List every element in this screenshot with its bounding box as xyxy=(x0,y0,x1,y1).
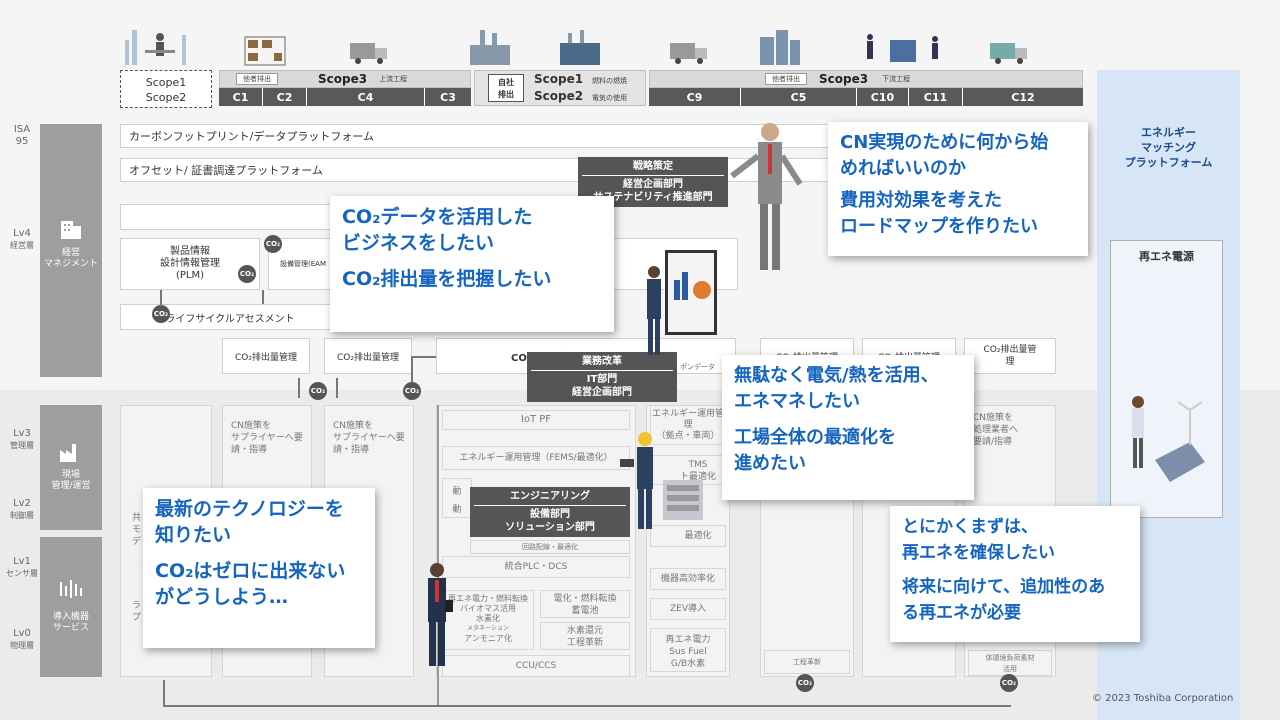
lv4-strip xyxy=(40,124,102,377)
bottom-co2-line xyxy=(163,705,1011,707)
equip-efficiency-box: 機器高効率化 xyxy=(650,568,726,590)
own-emission-label: 自社排出 xyxy=(488,74,524,102)
biomaterial-box: 体環境負荷素材活用 xyxy=(968,650,1052,676)
zev-box: ZEV導入 xyxy=(650,598,726,620)
cat-c12: C12 xyxy=(963,88,1083,106)
downstream-scope3-header: 他者排出 Scope3 下流工程 xyxy=(649,70,1083,88)
own-scope2-note: 電気の使用 xyxy=(592,94,627,102)
own-scope1-note: 燃料の燃焼 xyxy=(592,77,627,85)
presenter-illustration xyxy=(647,250,717,355)
arrow-to-platform-v xyxy=(411,356,413,382)
mid-partial-box: 動動 xyxy=(442,478,472,518)
copyright: © 2023 Toshiba Corporation xyxy=(1092,693,1234,704)
co2-badge-2: CO₂ xyxy=(238,265,256,283)
own-scope1: Scope1 xyxy=(534,72,584,86)
co2-badge-4: CO₂ xyxy=(309,382,327,400)
arrow-plm xyxy=(160,290,162,306)
co2-mgmt-box-5: CO₂排出量管理 xyxy=(964,338,1056,374)
iot-pf-box: IoT PF xyxy=(442,410,630,430)
callout-renewable: とにかくまずは、再エネを確保したい 将来に向けて、追加性のある再エネが必要 xyxy=(890,506,1140,642)
left-partial-1: 共モデ xyxy=(132,513,142,547)
lv3-strip xyxy=(40,405,102,530)
pon-data-text: ポンデータ xyxy=(680,363,715,371)
signal-bars-icon xyxy=(60,580,82,598)
co2-mgmt-box-2: CO₂排出量管理 xyxy=(324,338,412,374)
arrow-to-platform-h xyxy=(411,356,436,358)
solar-worker-illustration xyxy=(1132,396,1205,482)
supply-chain-illustration xyxy=(125,30,1027,66)
integrated-plc-box: 統合PLC・DCS xyxy=(442,556,630,578)
building-icon xyxy=(61,221,81,239)
businessman-phone-illustration xyxy=(428,563,453,666)
eam-box: 設備管理(EAM xyxy=(268,238,338,290)
arrow-lca xyxy=(262,290,264,304)
wiring-opt-box: 回路配線・最適化 xyxy=(470,540,630,554)
own-scope2: Scope2 xyxy=(534,89,584,103)
lv4-strip-label: 経営 マネジメント xyxy=(43,248,98,269)
arrow-down-1 xyxy=(336,378,338,398)
cat-c9: C9 xyxy=(649,88,741,106)
co2-badge-5: CO₂ xyxy=(403,382,421,400)
callout-technology: 最新のテクノロジーを知りたい CO₂はゼロに出来ないがどうしよう… xyxy=(143,488,375,648)
executive-illustration xyxy=(730,123,803,270)
cat-c4: C4 xyxy=(307,88,425,106)
co2-badge-bottom-1: CO₂ xyxy=(796,674,814,692)
cat-c1: C1 xyxy=(219,88,263,106)
upstream-scope3-header: 他者排出 Scope3 上流工程 xyxy=(219,70,471,88)
engineer-illustration xyxy=(620,432,703,529)
energy-matching-label: エネルギー マッチング プラットフォーム xyxy=(1124,126,1213,169)
process-innovation-box: 工程革新 xyxy=(764,650,850,674)
callout-factory: 無駄なく電気/熱を活用、エネマネしたい 工場全体の最適化を進めたい xyxy=(722,355,974,500)
co2-badge-3: CO₂ xyxy=(152,305,170,323)
factory-left-line xyxy=(437,405,439,705)
hydrogen-box: 水素還元工程革新 xyxy=(540,622,630,650)
cat-c3: C3 xyxy=(425,88,471,106)
callout-executive: CN実現のために何から始めればいいのか 費用対効果を考えたロードマップを作りたい xyxy=(828,122,1088,256)
co2-badge-bottom-2: CO₂ xyxy=(1000,674,1018,692)
lv3-strip-label: 現場 管理/運営 xyxy=(51,470,91,491)
biomass-box: 再エネ電力・燃料転換バイオマス活用水素化メタネーションアンモニア化 xyxy=(442,590,534,650)
dept-engineering: エンジニアリング設備部門ソリューション部門 xyxy=(470,487,630,537)
factory-icon xyxy=(60,444,76,462)
renewable-source-label: 再エネ電源 xyxy=(1139,250,1194,263)
cat-c5: C5 xyxy=(741,88,857,106)
energy-ops-site-box: エネルギー運用管理（拠点・車両） xyxy=(650,405,726,445)
co2-badge-1: CO₂ xyxy=(264,235,282,253)
lv4-blank-row xyxy=(120,204,340,230)
elec-fuel-box: 電化・燃料転換蓄電池 xyxy=(540,590,630,618)
energy-ops-box: エネルギー運用管理（FEMS/最適化） xyxy=(442,446,630,470)
lv1-strip xyxy=(40,537,102,677)
cat-c2: C2 xyxy=(263,88,307,106)
cat-c10: C10 xyxy=(857,88,909,106)
co2-mgmt-box-1: CO₂排出量管理 xyxy=(222,338,310,374)
left-partial-2: ラプ xyxy=(132,601,142,623)
plm-box: 製品情報設計情報管理(PLM) xyxy=(120,238,260,290)
callout-co2-data: CO₂データを活用したビジネスをしたい CO₂排出量を把握したい xyxy=(330,196,614,332)
ccu-box: CCU/CCS xyxy=(442,655,630,677)
cat-c11: C11 xyxy=(909,88,963,106)
bottom-arrow-left xyxy=(163,680,165,707)
arrow-up-1 xyxy=(298,378,300,398)
lv1-strip-label: 導入機器 サービス xyxy=(52,612,89,633)
optimization-box: 最適化 xyxy=(650,525,726,547)
